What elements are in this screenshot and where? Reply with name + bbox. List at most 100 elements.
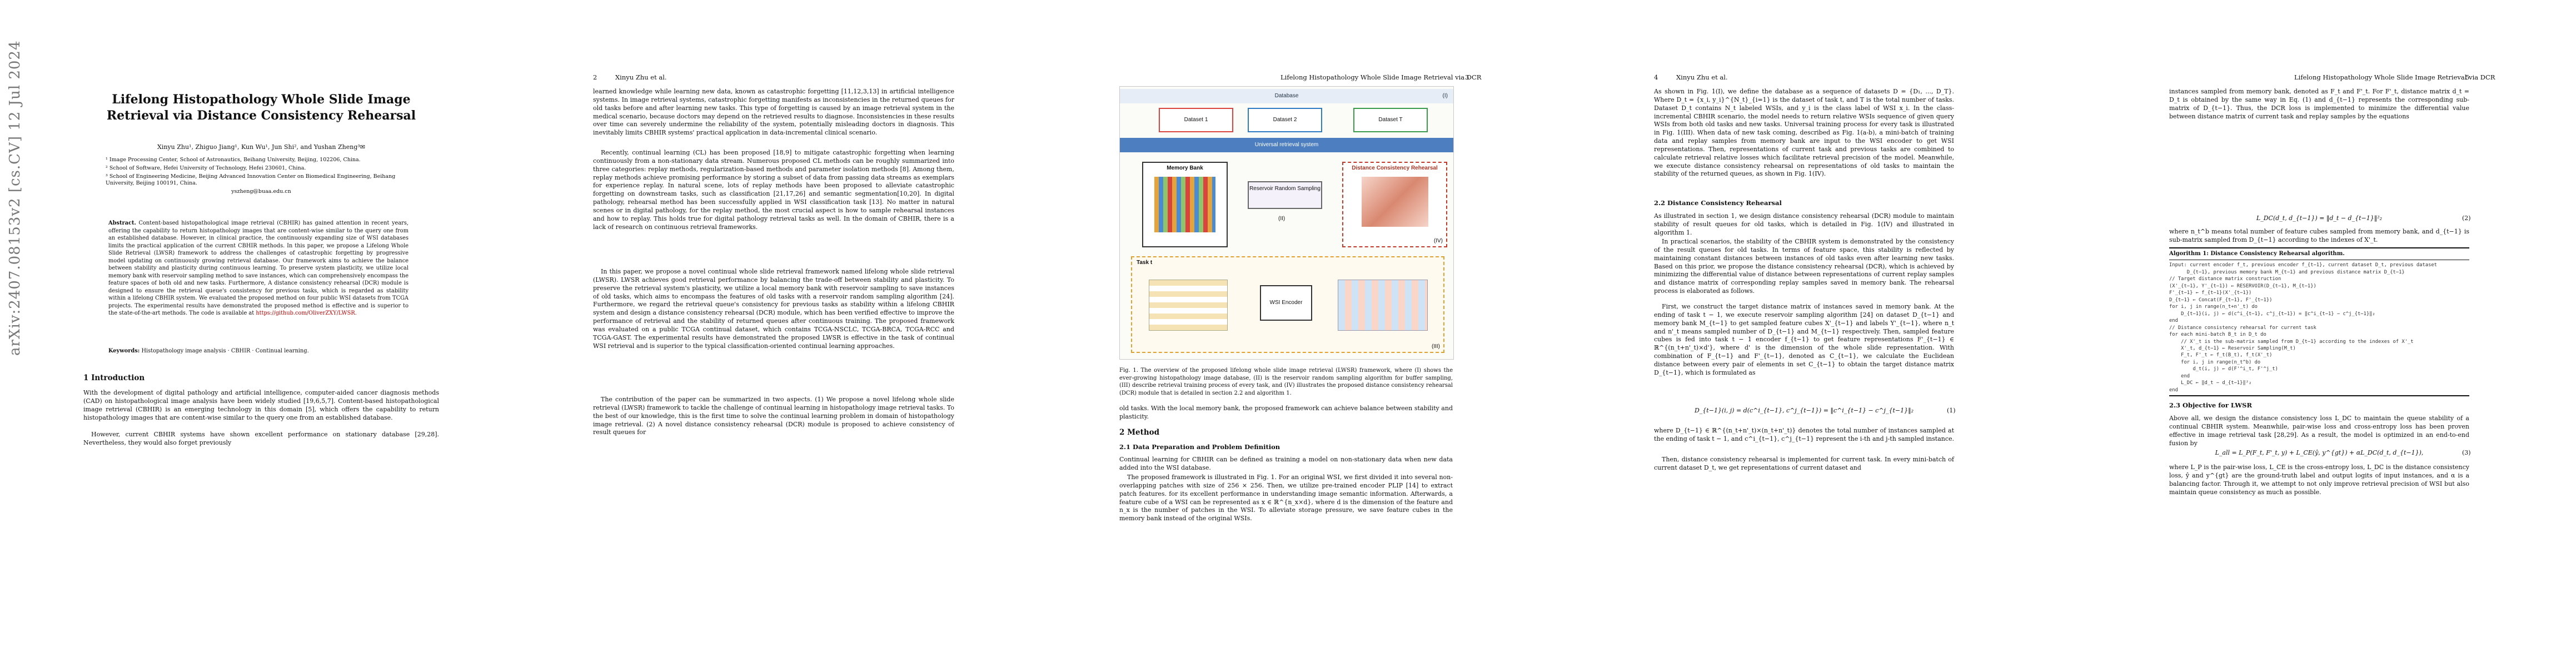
fig-universal-label: Universal retrieval system bbox=[1254, 142, 1319, 148]
page-3: Lifelong Histopathology Whole Slide Imag… bbox=[1030, 0, 1546, 667]
fig-task-panel: Task t WSI Encoder (III) bbox=[1131, 256, 1444, 353]
algorithm-title: Algorithm 1: Distance Consistency Rehear… bbox=[2169, 248, 2469, 261]
page5-paragraph-3: Above all, we design the distance consis… bbox=[2169, 415, 2469, 447]
fig-reservoir-label: Reservoir Random Sampling bbox=[1249, 186, 1321, 192]
equation-3: L_all = L_P(F_t, F'_t, y) + L_CE(ŷ, y^{g… bbox=[2215, 449, 2424, 456]
affiliations: ¹ Image Processing Center, School of Ast… bbox=[106, 157, 417, 197]
page-number: 3 bbox=[1465, 73, 1469, 81]
page3-paragraph-1: old tasks. With the local memory bank, t… bbox=[1119, 405, 1453, 420]
fig-dataset-1: Dataset 1 bbox=[1159, 108, 1233, 132]
figure-1-caption: Fig. 1. The overview of the proposed lif… bbox=[1119, 367, 1453, 396]
algorithm-line: F'_{t−1} ← f_{t−1}(X'_{t−1}) bbox=[2169, 290, 2252, 296]
fig-memory-label: Memory Bank bbox=[1167, 165, 1203, 171]
algorithm-line: // X'_t is the sub-matrix sampled from D… bbox=[2169, 339, 2414, 345]
algorithm-line: D_{t−1}, previous memory bank M_{t−1} an… bbox=[2169, 269, 2405, 275]
algorithm-1: Algorithm 1: Distance Consistency Rehear… bbox=[2169, 247, 2469, 397]
algorithm-line: Input: current encoder f_t, previous enc… bbox=[2169, 262, 2437, 268]
page-number: 4 bbox=[1654, 73, 1658, 81]
fig-memory-bank: Memory Bank bbox=[1142, 162, 1228, 247]
fig-distance-matrix bbox=[1361, 177, 1428, 227]
fig-task-label: Task t bbox=[1137, 260, 1153, 266]
arxiv-side-label[interactable]: arXiv:2407.08153v2 [cs.CV] 12 Jul 2024 bbox=[7, 40, 23, 356]
algorithm-line: // Target distance matrix construction bbox=[2169, 276, 2281, 282]
affiliation-3: ³ School of Engineering Medicine, Beijin… bbox=[106, 173, 396, 187]
subsection-2-3-heading: 2.3 Objective for LWSR bbox=[2169, 401, 2252, 409]
algorithm-line: for each mini-batch B_t in D_t do bbox=[2169, 332, 2266, 338]
author-list: Xinyu Zhu¹, Zhiguo Jiang¹, Kun Wu¹, Jun … bbox=[157, 143, 365, 151]
page-number: 5 bbox=[2465, 73, 2470, 81]
algorithm-line: // Distance consistency rehearsal for cu… bbox=[2169, 325, 2316, 331]
fig-memory-grid bbox=[1154, 177, 1215, 232]
contact-email[interactable]: yszheng@buaa.edu.cn bbox=[231, 188, 291, 195]
algorithm-line: F_t, F'_t ← f_t(B_t), f_t(X'_t) bbox=[2169, 352, 2273, 359]
page5-paragraph-2: where n_t^b means total number of featur… bbox=[2169, 228, 2469, 243]
code-link[interactable]: https://github.com/OliverZXY/LWSR. bbox=[256, 310, 357, 317]
page-2: 2 Xinyu Zhu et al. learned knowledge whi… bbox=[515, 0, 1030, 667]
fig-dcr-label: Distance Consistency Rehearsal bbox=[1352, 165, 1438, 171]
fig-dataset-2: Dataset 2 bbox=[1248, 108, 1322, 132]
page5-paragraph-1: instances sampled from memory bank, deno… bbox=[2169, 88, 2469, 120]
page4-paragraph-2: As illustrated in section 1, we design d… bbox=[1654, 212, 1954, 236]
subsection-2-1-heading: 2.1 Data Preparation and Problem Definit… bbox=[1119, 443, 1280, 451]
algorithm-line: d_t(i, j) ← d(F'^i_t, F'^j_t) bbox=[2169, 366, 2278, 372]
algorithm-line: end bbox=[2169, 387, 2178, 393]
running-title: Xinyu Zhu et al. bbox=[1676, 73, 1728, 81]
keywords-text: Histopathology image analysis · CBHIR · … bbox=[141, 348, 309, 354]
equation-3-number: (3) bbox=[2462, 449, 2471, 456]
keywords-label: Keywords: bbox=[108, 348, 140, 354]
equation-1-number: (1) bbox=[1947, 407, 1956, 414]
fig-label-ii: (II) bbox=[1278, 216, 1285, 222]
fig-dataset-t: Dataset T bbox=[1353, 108, 1428, 132]
equation-1: D_{t−1}(i, j) = d(c^i_{t−1}, c^j_{t−1}) … bbox=[1694, 407, 1914, 414]
fig-database-label: Database bbox=[1274, 93, 1299, 99]
fig-feature-cubes bbox=[1149, 280, 1228, 331]
page3-paragraph-3: The proposed framework is illustrated in… bbox=[1119, 474, 1453, 522]
algorithm-line: L_DC ← ‖d_t − d_{t−1}‖²₂ bbox=[2169, 380, 2252, 386]
fig-wsi-encoder: WSI Encoder bbox=[1260, 285, 1312, 321]
page3-paragraph-2: Continual learning for CBHIR can be defi… bbox=[1119, 456, 1453, 471]
equation-2: L_DC(d_t, d_{t−1}) = ‖d_t − d_{t−1}‖²₂ bbox=[2256, 215, 2383, 222]
title-line-2: Retrieval via Distance Consistency Rehea… bbox=[106, 108, 416, 123]
algorithm-line: X'_t, d_{t−1} ← Reservoir Sampling(M_t) bbox=[2169, 346, 2296, 351]
page-number: 2 bbox=[593, 73, 597, 81]
running-title: Xinyu Zhu et al. bbox=[615, 73, 667, 81]
running-title: Lifelong Histopathology Whole Slide Imag… bbox=[1280, 73, 1482, 81]
fig-universal-band: Universal retrieval system bbox=[1120, 138, 1453, 152]
abstract-text: Content-based histopathological image re… bbox=[108, 220, 408, 317]
fig-reservoir-sampling: Reservoir Random Sampling bbox=[1248, 181, 1322, 209]
page5-paragraph-4: where L_P is the pair-wise loss, L_CE is… bbox=[2169, 464, 2469, 496]
fig-dcr-panel: Distance Consistency Rehearsal (IV) bbox=[1342, 162, 1447, 247]
figure-1-overview: Database (I) Dataset 1 Dataset 2 Dataset… bbox=[1119, 86, 1454, 360]
affiliation-1: ¹ Image Processing Center, School of Ast… bbox=[106, 157, 361, 163]
page2-paragraph-3: In this paper, we propose a novel contin… bbox=[593, 268, 954, 350]
abstract-label: Abstract. bbox=[108, 220, 136, 226]
section-introduction-heading: 1 Introduction bbox=[83, 374, 145, 382]
title-line-1: Lifelong Histopathology Whole Slide Imag… bbox=[112, 92, 411, 107]
fig-database-band: Database (I) bbox=[1120, 89, 1453, 103]
algorithm-line: D_{t−1}(i, j) ← d(c^i_{t−1}, c^j_{t−1}) … bbox=[2169, 311, 2375, 317]
subsection-2-2-heading: 2.2 Distance Consistency Rehearsal bbox=[1654, 199, 1782, 207]
page-5: Lifelong Histopathology Whole Slide Imag… bbox=[2061, 0, 2576, 667]
page2-paragraph-2: Recently, continual learning (CL) has be… bbox=[593, 149, 954, 231]
intro-paragraph-1: With the development of digital patholog… bbox=[83, 389, 439, 421]
running-title: Lifelong Histopathology Whole Slide Imag… bbox=[2294, 73, 2495, 81]
page4-paragraph-5: where D_{t−1} ∈ ℝ^{(n_t+n'_t)×(n_t+n'_t)… bbox=[1654, 427, 1955, 442]
fig-representations bbox=[1338, 280, 1428, 331]
paper-title: Lifelong Histopathology Whole Slide Imag… bbox=[83, 92, 439, 123]
abstract: Abstract. Content-based histopathologica… bbox=[108, 220, 408, 317]
page2-paragraph-1: learned knowledge while learning new dat… bbox=[593, 88, 954, 137]
fig-label-iv: (IV) bbox=[1433, 238, 1443, 244]
algorithm-line: for i, j in range(n_t+n'_t) do bbox=[2169, 304, 2258, 310]
algorithm-line: for i, j in range(n_t^b) do bbox=[2169, 359, 2261, 365]
equation-2-number: (2) bbox=[2462, 215, 2471, 222]
algorithm-line: D_{t−1} ← Concat(F_{t−1}, F'_{t−1}) bbox=[2169, 297, 2273, 303]
page4-paragraph-3: In practical scenarios, the stability of… bbox=[1654, 238, 1954, 295]
page4-paragraph-1: As shown in Fig. 1(I), we define the dat… bbox=[1654, 88, 1954, 178]
page-1: arXiv:2407.08153v2 [cs.CV] 12 Jul 2024 L… bbox=[0, 0, 515, 667]
affiliation-2: ² School of Software, Hefei University o… bbox=[106, 165, 306, 171]
page2-paragraph-4: The contribution of the paper can be sum… bbox=[593, 396, 954, 436]
algorithm-body: Input: current encoder f_t, previous enc… bbox=[2169, 260, 2469, 395]
page4-paragraph-6: Then, distance consistency rehearsal is … bbox=[1654, 456, 1954, 471]
page-4: 4 Xinyu Zhu et al. As shown in Fig. 1(I)… bbox=[1546, 0, 2061, 667]
fig-label-iii: (III) bbox=[1432, 344, 1440, 350]
